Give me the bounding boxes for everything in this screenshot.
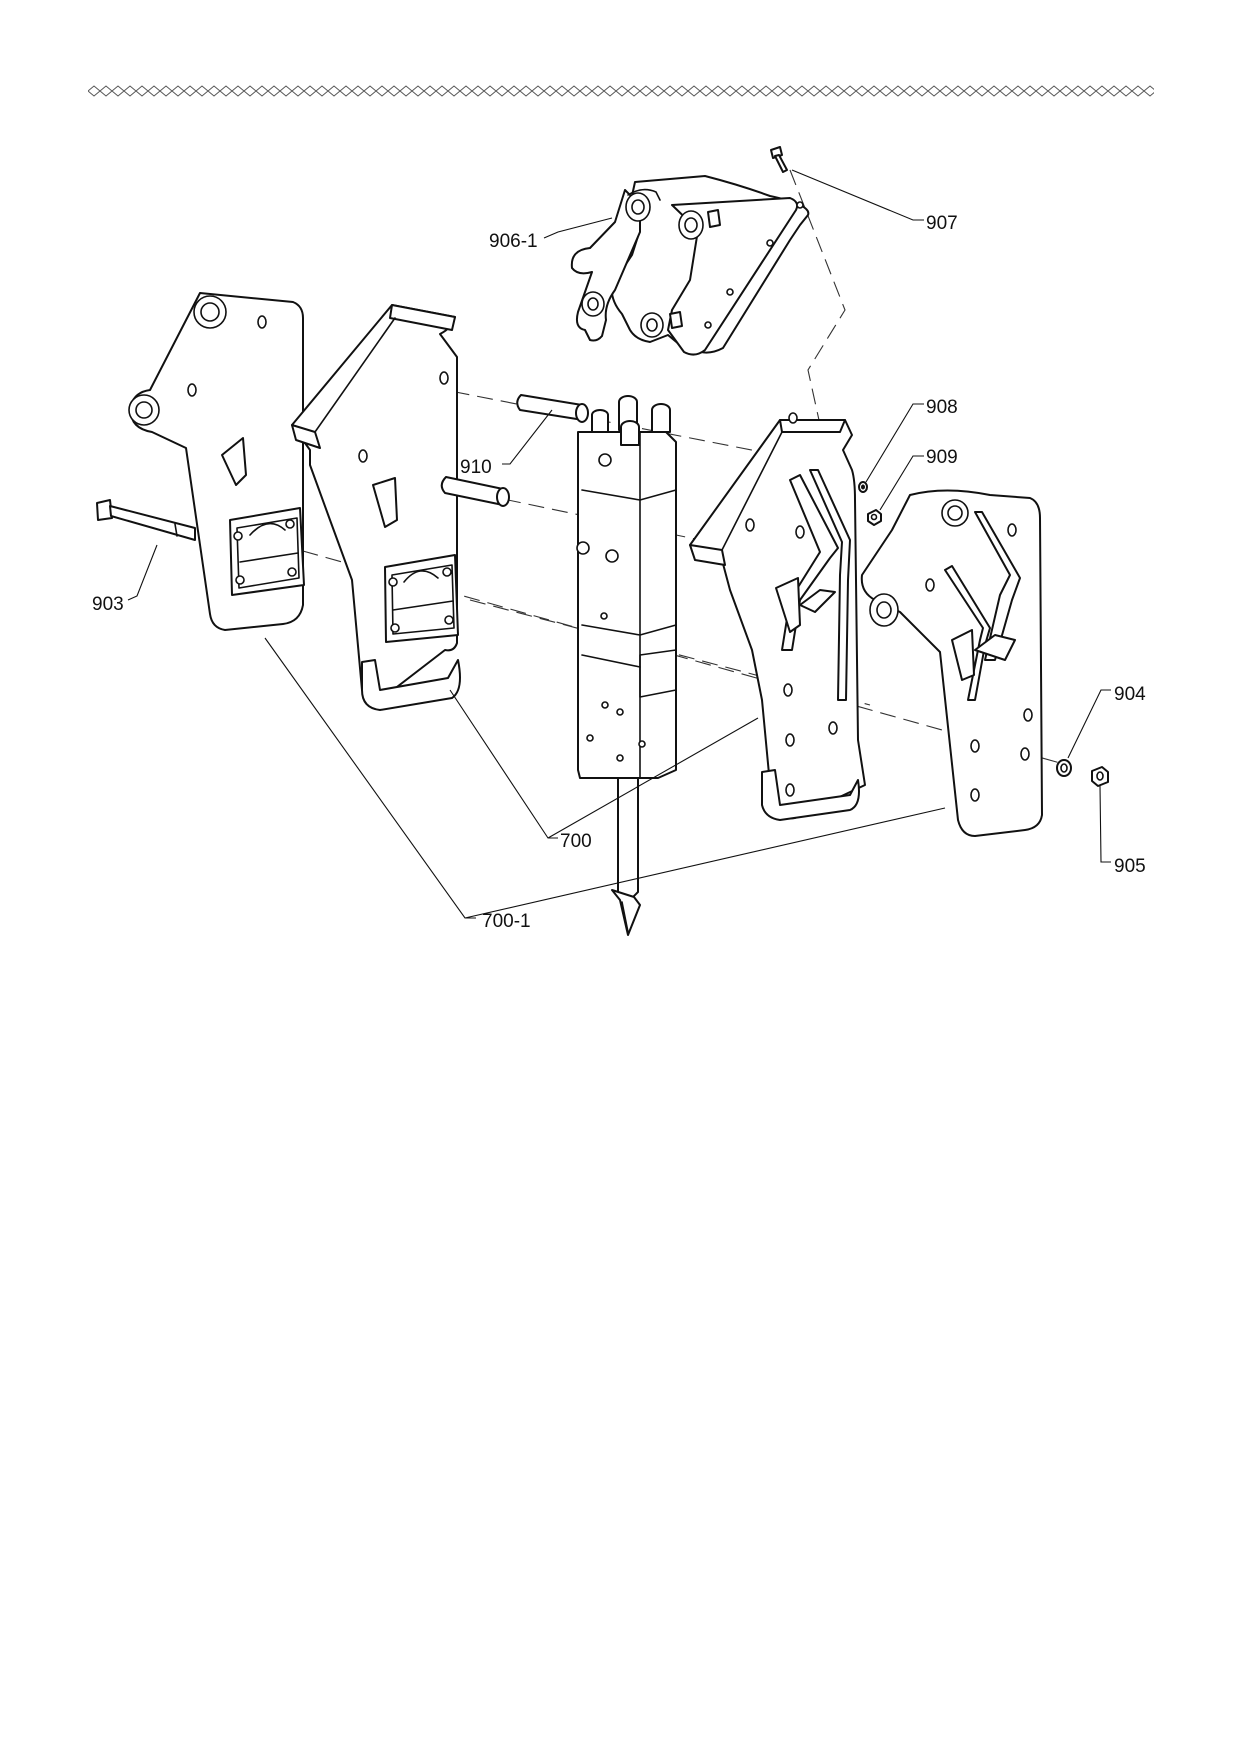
callout-908: 908 [926,397,958,418]
right-outer-side-plate [860,489,1043,837]
callout-905: 905 [1114,856,1146,877]
bolt-903 [96,499,196,541]
left-inner-side-plate [291,304,461,711]
callout-910: 910 [460,457,492,478]
nut-905 [1091,766,1109,787]
pins-910 [440,394,589,507]
top-bracket-906-1 [570,175,810,356]
callout-labels: 906-1 907 908 909 910 903 904 905 700 70… [92,213,1146,932]
callout-700-1: 700-1 [482,911,531,932]
callout-700: 700 [560,831,592,852]
callout-909: 909 [926,447,958,468]
left-outer-side-plate [128,292,305,631]
decorative-border-strip [88,84,1154,98]
bolt-907 [770,146,788,173]
washer-908 [858,481,868,493]
callout-903: 903 [92,594,124,615]
nut-909 [867,509,882,526]
right-inner-side-plate [689,412,866,821]
leader-lines [127,169,1111,919]
callout-907: 907 [926,213,958,234]
washer-904 [1056,759,1072,777]
callout-906-1: 906-1 [489,231,538,252]
callout-904: 904 [1114,684,1146,705]
hydraulic-hammer-body [576,395,677,936]
